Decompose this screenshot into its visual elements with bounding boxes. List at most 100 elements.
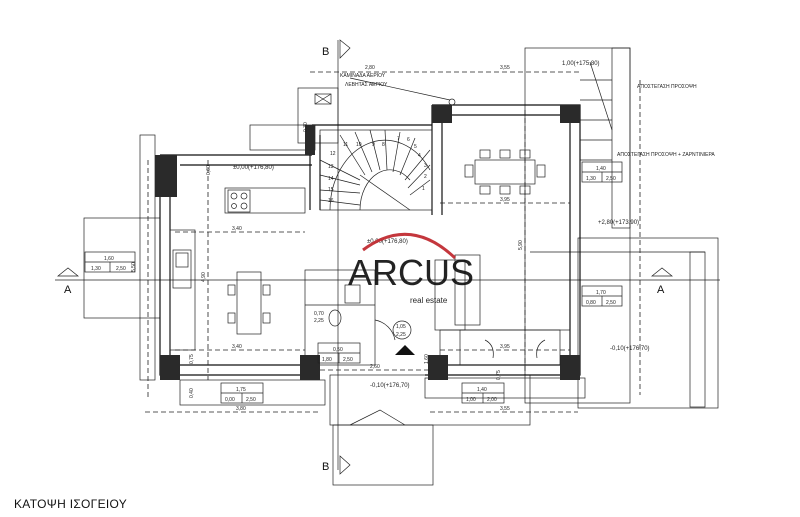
label: 3,95: [500, 344, 510, 350]
label: 7: [397, 136, 400, 142]
label: 2,25: [396, 332, 406, 338]
label: 0,70: [314, 311, 324, 317]
label: 2,25: [314, 318, 324, 324]
label: 1,60: [104, 256, 114, 262]
section-a-label-left: A: [64, 284, 72, 296]
opening-tag: 1,601,30 2,50: [84, 251, 136, 273]
label: 11: [343, 142, 348, 148]
right-terrace: [577, 237, 719, 409]
label: 0,00: [225, 397, 235, 403]
label: 16: [328, 198, 334, 204]
dining-table: [464, 149, 546, 195]
label: 3,80: [236, 406, 246, 412]
sofa: [454, 254, 561, 366]
label: 2,50: [343, 357, 353, 363]
sink-icon: [172, 249, 192, 289]
section-b-label-bottom: B: [322, 461, 329, 473]
label: ARCUS: [348, 252, 474, 293]
label: 5,90: [518, 240, 524, 250]
section-a-right-marker: A: [651, 267, 673, 296]
label: 3: [424, 163, 427, 169]
kitchen-counter: [224, 187, 306, 214]
label: 0,30: [303, 122, 309, 132]
label: 0,40: [189, 388, 195, 398]
boiler-note: ΛΕΒΗΤΑΣ ΑΕΡΙΟΥ: [345, 82, 388, 88]
label: 0,75: [496, 370, 502, 380]
label: 9: [372, 142, 375, 148]
label: 1,80: [322, 357, 332, 363]
arcus-watermark-logo: ARCUS real estate: [348, 232, 474, 305]
label: 0,75: [189, 354, 195, 364]
opening-tag: 1,05 2,25: [392, 320, 412, 340]
level-entrance: -0,10(+176,70): [370, 383, 410, 389]
label: 0,60: [206, 165, 212, 175]
roof-note-1: ΑΠΟΣΤΕΓΑΣΗ ΠΡΟΣΟΨΗ: [637, 84, 697, 90]
opening-tag: 1,700,80 2,50: [581, 285, 623, 307]
label: 8: [382, 142, 385, 148]
label: 2,80: [365, 65, 375, 71]
section-b-label-top: B: [322, 46, 329, 58]
level-kitchen: ±0,00(+176,80): [233, 165, 274, 171]
label: 14: [328, 176, 334, 182]
label: 2: [424, 174, 427, 180]
drawing-title: ΚΑΤΟΨΗ ΙΣΟΓΕΙΟΥ: [14, 497, 128, 511]
label: 2,00: [487, 397, 497, 403]
level-living: ±0,00(+176,80): [367, 239, 408, 245]
label: 1,40: [477, 387, 487, 393]
opening-tag: 0,702,25: [314, 311, 324, 324]
kitchen-table: [227, 271, 271, 335]
roof-note-2: ΑΠΟΣΤΕΓΑΣΗ ΠΡΟΣΟΨΗ + ΖΑΡΝΤΙΝΙΕΡΑ: [617, 152, 715, 158]
label: 15: [328, 187, 334, 193]
label: 2,50: [116, 266, 126, 272]
label: 1,40: [596, 166, 606, 172]
level-top-right: 1,00(+175,80): [562, 61, 600, 67]
section-a-label-right: A: [657, 284, 665, 296]
chimney-icon: [448, 98, 456, 106]
label: 1,30: [91, 266, 101, 272]
dimension-lines: [145, 71, 641, 413]
opening-tag: 1,401,30 2,50: [581, 161, 623, 183]
label: 0,80: [586, 300, 596, 306]
level-terrace: -0,10(+176,70): [610, 346, 650, 352]
label: 1: [422, 186, 425, 192]
level-side: +2,80(+173,90): [598, 220, 639, 226]
stove-icon: [227, 189, 251, 213]
label: 2,50: [246, 397, 256, 403]
label: 2,50: [606, 300, 616, 306]
boiler-icon: [314, 93, 332, 105]
label: 10: [356, 142, 362, 148]
label: 1,00: [466, 397, 476, 403]
label: 5: [414, 144, 417, 150]
label: 6: [407, 137, 410, 143]
opening-tag: 1,401,00 2,00: [461, 382, 505, 404]
wall-columns: [155, 105, 580, 380]
opening-tag: 0,501,80 2,50: [317, 342, 361, 364]
label: 1,30: [586, 176, 596, 182]
wc: [328, 284, 396, 341]
label: 0,50: [333, 347, 343, 353]
section-a-left-marker: A: [55, 267, 720, 296]
label: 13: [328, 164, 334, 170]
spiral-stair: 1 2 3 4 5 6 7 8 9 10 11 12 13 14 15 16: [319, 129, 433, 211]
label: 3,40: [232, 344, 242, 350]
section-b-top-marker: B: [322, 39, 351, 470]
label: 12: [330, 151, 336, 157]
label: 2,50: [606, 176, 616, 182]
label: 3,55: [500, 406, 510, 412]
label: 3,40: [232, 226, 242, 232]
label: 1,70: [596, 290, 606, 296]
label: 5,50: [131, 262, 137, 272]
label: 3,95: [500, 197, 510, 203]
section-b-bottom-marker: B: [322, 455, 351, 475]
label: 2,60: [370, 364, 380, 370]
label: 1,60: [424, 354, 430, 364]
label: 1,05: [396, 324, 406, 330]
label: real estate: [410, 296, 448, 305]
label: 3,55: [500, 65, 510, 71]
label: 4,90: [201, 272, 207, 282]
chimney-note: ΚΑΜΙΝΑΔΑ ΑΕΡΙΟΥ: [340, 73, 386, 79]
label: 4: [418, 153, 421, 159]
entrance-arrow-icon: [395, 345, 415, 355]
